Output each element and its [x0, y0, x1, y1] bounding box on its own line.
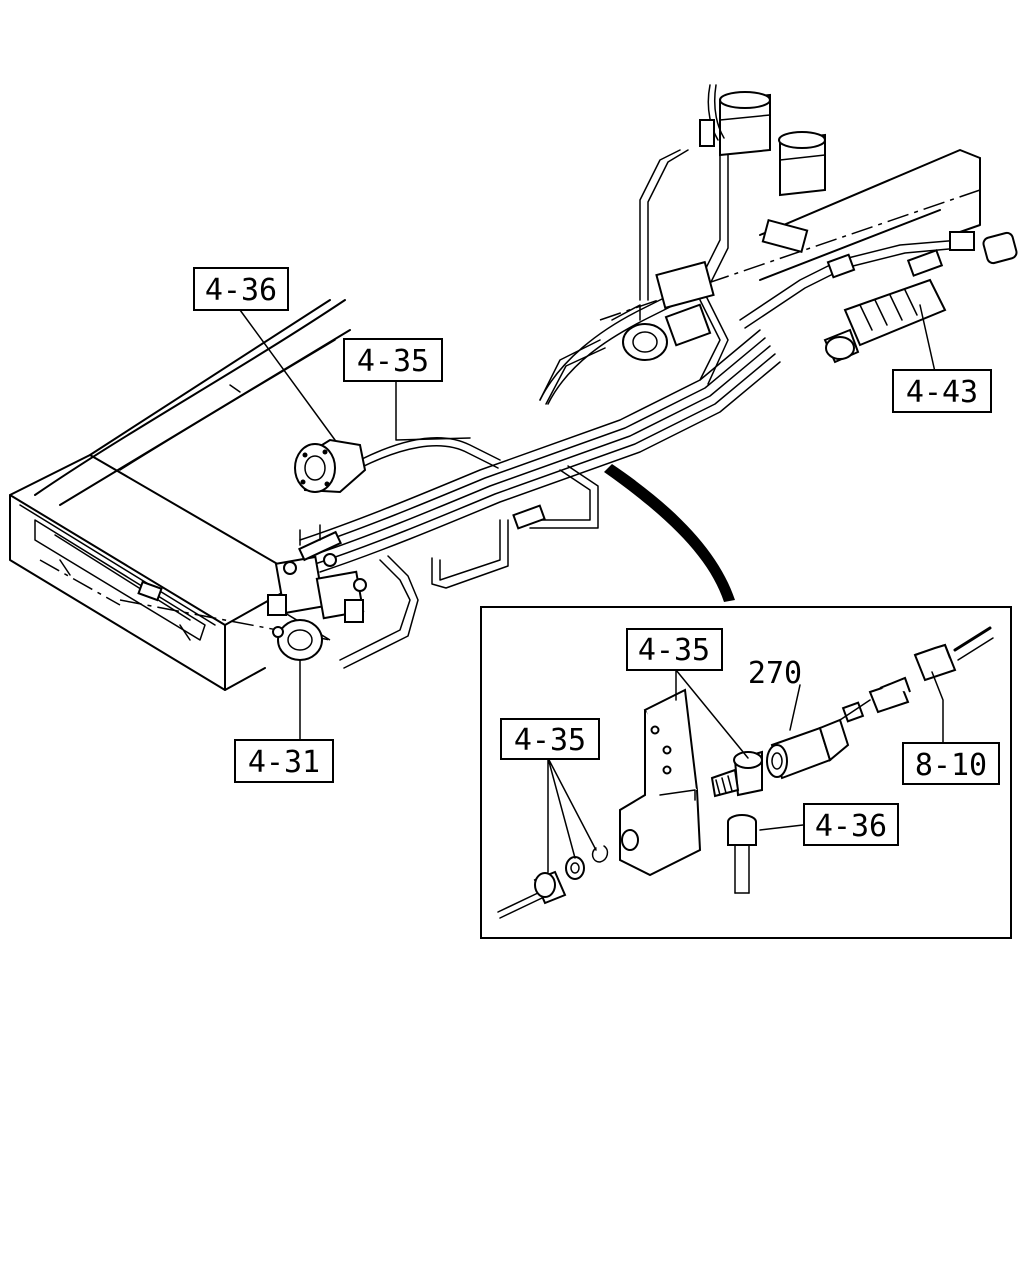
callout-270: 270: [748, 656, 802, 691]
svg-text:4-31: 4-31: [248, 745, 320, 780]
svg-text:270: 270: [748, 656, 802, 691]
callout-8-10: 8-10: [902, 742, 1000, 785]
svg-text:4-35: 4-35: [357, 344, 429, 379]
svg-text:4-36: 4-36: [815, 809, 887, 844]
callout-4-36-inset: 4-36: [803, 803, 899, 846]
callout-4-35-inset-a: 4-35: [626, 628, 723, 671]
svg-text:4-36: 4-36: [205, 273, 277, 308]
callout-4-31: 4-31: [234, 739, 334, 783]
svg-text:8-10: 8-10: [915, 748, 987, 783]
svg-text:4-35: 4-35: [514, 723, 586, 758]
relay-valve: [611, 260, 715, 361]
leader-lines: [239, 304, 944, 873]
callout-4-35-inset-b: 4-35: [500, 718, 600, 760]
air-compressor: [294, 438, 367, 494]
svg-text:4-35: 4-35: [638, 633, 710, 668]
chassis-frame: [9, 149, 981, 691]
inset-pointer-arrow: [604, 464, 735, 602]
brake-chamber: [823, 231, 1018, 364]
callout-4-36-top: 4-36: [193, 267, 289, 311]
callout-4-43: 4-43: [892, 369, 992, 413]
air-tanks: [699, 84, 826, 254]
detail-inset: [480, 606, 1012, 939]
callout-4-35-top: 4-35: [343, 338, 443, 382]
svg-text:4-43: 4-43: [906, 375, 978, 410]
air-piping: [137, 149, 975, 669]
front-valve-cluster: [267, 524, 367, 661]
